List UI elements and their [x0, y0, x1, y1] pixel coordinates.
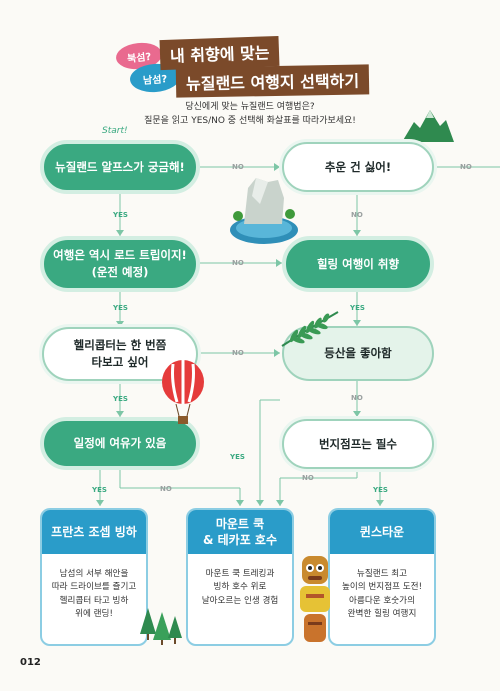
- no-label: NO: [351, 394, 363, 402]
- question-alps-text: 뉴질랜드 알프스가 궁금해!: [55, 159, 185, 174]
- description-line: 마운트 쿡 트레킹과: [205, 569, 275, 579]
- question-spare-time[interactable]: 일정에 여유가 있음: [40, 417, 200, 470]
- question-alps[interactable]: 뉴질랜드 알프스가 궁금해!: [40, 140, 200, 194]
- glacier-lake-icon: [230, 178, 298, 244]
- hot-air-balloon-icon: [162, 360, 204, 424]
- pine-trees-icon: [140, 608, 182, 645]
- result-name-line-2: & 테카포 호수: [202, 533, 278, 547]
- no-label: NO: [232, 163, 244, 171]
- result-card-header: 마운트 쿡 & 테카포 호수: [188, 510, 292, 554]
- result-description: 뉴질랜드 최고 높이의 번지점프 도전! 아름다운 호숫가의 완벽한 힐링 여행…: [330, 554, 434, 621]
- question-helicopter-line-2: 타보고 싶어: [91, 355, 149, 369]
- question-road-trip-line-2: (운전 예정): [91, 265, 149, 279]
- no-label: NO: [232, 259, 244, 267]
- no-label: NO: [160, 485, 172, 493]
- no-label: NO: [302, 474, 314, 482]
- result-card-mount-cook[interactable]: 마운트 쿡 & 테카포 호수 마운트 쿡 트레킹과 빙하 호수 위로 날아오르는…: [186, 508, 294, 646]
- page-number: 012: [20, 657, 41, 668]
- description-line: 남섬의 서부 해안을: [59, 569, 129, 579]
- yes-label: YES: [113, 211, 128, 219]
- question-dislike-cold[interactable]: 추운 건 싫어!: [282, 142, 434, 192]
- question-road-trip-line-1: 여행은 역시 로드 트립이지!: [53, 248, 187, 263]
- question-hiking-text: 등산을 좋아함: [324, 346, 392, 361]
- yes-label: YES: [350, 304, 365, 312]
- description-line: 날아오르는 인생 경험: [201, 595, 279, 606]
- result-name-line-1: 마운트 쿡: [215, 516, 265, 531]
- page-title-line-2: 뉴질랜드 여행지 선택하기: [175, 64, 370, 98]
- question-helicopter-line-1: 헬리콥터는 한 번쯤: [73, 338, 167, 353]
- result-name: 프란츠 조셉 빙하: [51, 524, 137, 539]
- result-name: 퀸스타운: [359, 524, 405, 539]
- description-line: 뉴질랜드 최고: [356, 569, 408, 579]
- question-dislike-cold-text: 추운 건 싫어!: [324, 159, 392, 174]
- result-card-franz-josef[interactable]: 프란츠 조셉 빙하 남섬의 서부 해안을 따라 드라이브를 즐기고 헬리콥터 타…: [40, 508, 148, 646]
- no-label: NO: [232, 349, 244, 357]
- result-description: 남섬의 서부 해안을 따라 드라이브를 즐기고 헬리콥터 타고 빙하 위에 랜딩…: [42, 554, 146, 621]
- page-title-line-1: 내 취향에 맞는: [159, 35, 280, 71]
- question-bungee-text: 번지점프는 필수: [318, 436, 398, 451]
- yes-label: YES: [230, 453, 245, 461]
- description-line: 헬리콥터 타고 빙하: [59, 595, 129, 606]
- yes-label: YES: [113, 304, 128, 312]
- question-road-trip[interactable]: 여행은 역시 로드 트립이지! (운전 예정): [40, 236, 200, 292]
- result-card-header: 퀸스타운: [330, 510, 434, 554]
- description-line: 따라 드라이브를 즐기고: [51, 582, 137, 593]
- no-label: NO: [460, 163, 472, 171]
- question-helicopter[interactable]: 헬리콥터는 한 번쯤 타보고 싶어: [42, 327, 198, 381]
- start-label: Start!: [102, 126, 128, 136]
- fern-leaf-icon: [281, 311, 339, 347]
- result-description: 마운트 쿡 트레킹과 빙하 호수 위로 날아오르는 인생 경험: [188, 554, 292, 608]
- result-card-header: 프란츠 조셉 빙하: [42, 510, 146, 554]
- question-healing-trip[interactable]: 힐링 여행이 취향: [282, 236, 434, 292]
- no-label: NO: [351, 211, 363, 219]
- description-line: 위에 랜딩!: [75, 608, 113, 619]
- yes-label: YES: [373, 486, 388, 494]
- intro-line-1: 당신에게 맞는 뉴질랜드 여행법은?: [185, 102, 315, 112]
- intro-line-2: 질문을 읽고 YES/NO 중 선택해 화살표를 따라가보세요!: [144, 116, 356, 126]
- mountain-icon: [402, 110, 454, 142]
- description-line: 아름다운 호숫가의: [349, 595, 415, 606]
- question-healing-trip-text: 힐링 여행이 취향: [316, 256, 400, 271]
- yes-label: YES: [92, 486, 107, 494]
- question-bungee[interactable]: 번지점프는 필수: [282, 419, 434, 469]
- yes-label: YES: [113, 395, 128, 403]
- description-line: 빙하 호수 위로: [213, 582, 267, 593]
- result-card-queenstown[interactable]: 퀸스타운 뉴질랜드 최고 높이의 번지점프 도전! 아름다운 호숫가의 완벽한 …: [328, 508, 436, 646]
- maori-totem-icon: [300, 556, 330, 642]
- question-spare-time-text: 일정에 여유가 있음: [73, 436, 167, 451]
- description-line: 높이의 번지점프 도전!: [341, 582, 423, 593]
- description-line: 완벽한 힐링 여행지: [347, 608, 417, 619]
